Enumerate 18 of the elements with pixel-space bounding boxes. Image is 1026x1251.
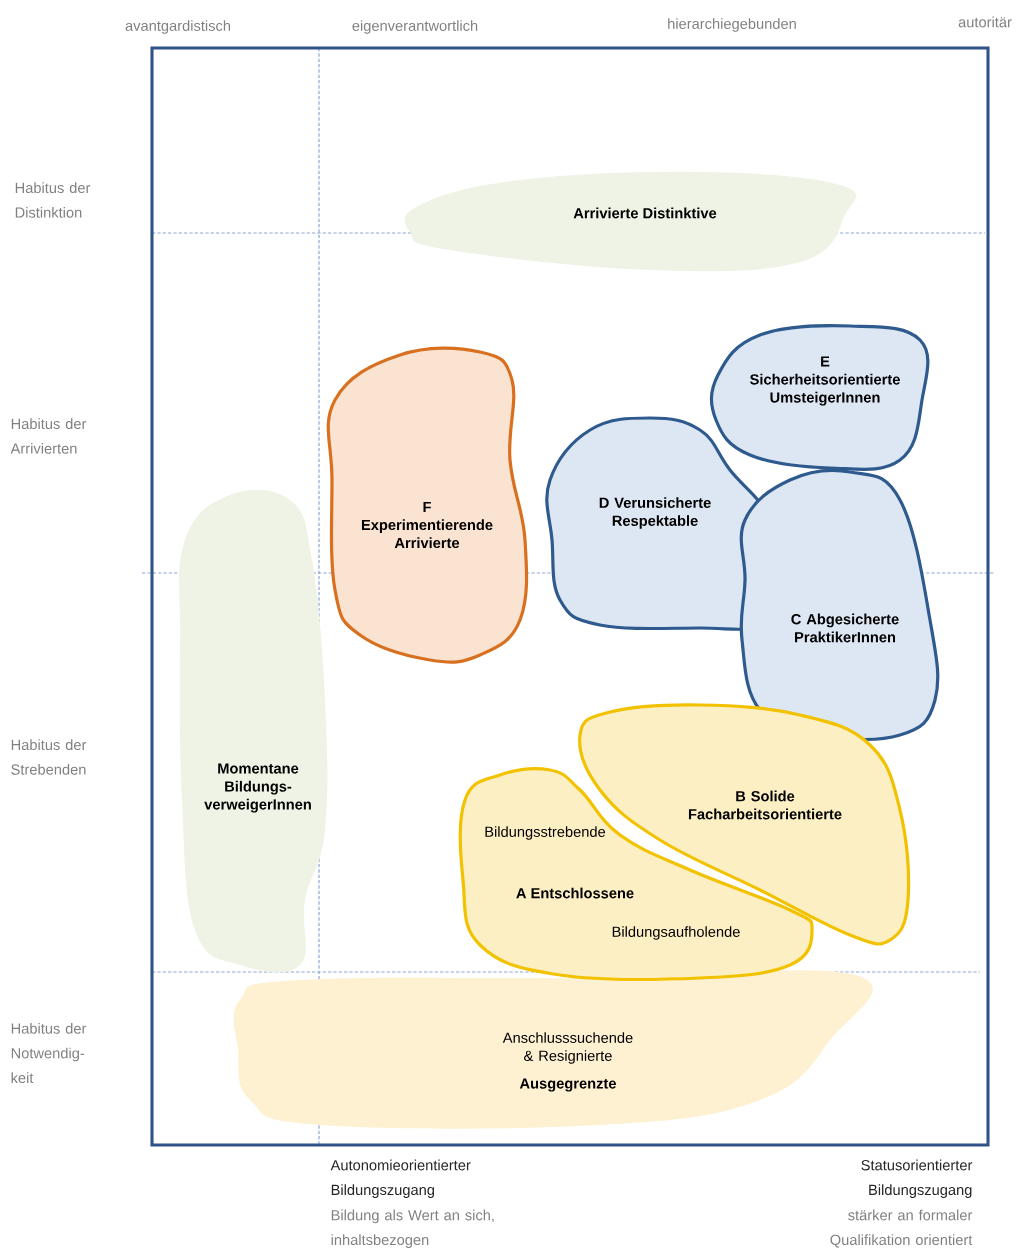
row-label: Habitus der Notwendig- keit: [11, 1022, 87, 1084]
group-region: F Experimentierende Arrivierte: [326, 346, 529, 664]
row-label: Habitus der Distinktion: [15, 182, 91, 218]
group-region: E Sicherheitsorientierte UmsteigerInnen: [709, 324, 930, 472]
row-label: Habitus der Arrivierten: [10, 418, 87, 454]
column-label: autoritär: [958, 16, 1012, 28]
column-label: avantgardistisch: [125, 20, 230, 34]
axis-note: Bildung als Wert an sich, inhaltsbezogen: [331, 1209, 494, 1248]
column-label: eigenverantwortlich: [352, 20, 478, 34]
row-label: Habitus der Strebenden: [11, 739, 87, 775]
column-label: hierarchiegebunden: [668, 18, 796, 32]
axis-note: stärker an formaler Qualifikation orientiert: [830, 1209, 973, 1248]
group-region: C Abgesicherte PraktikerInnen: [739, 468, 940, 741]
group-region: Momentane Bildungs- verweigerInnen: [179, 489, 328, 973]
group-region: Anschlusssuchende & Resignierte Ausgegrenzte: [233, 970, 873, 1129]
axis-label: Statusorientierter Bildungszugang: [861, 1159, 973, 1198]
axis-label: Autonomieorientierter Bildungszugang: [330, 1159, 471, 1198]
group-region: Arrivierte Distinktive: [404, 171, 857, 272]
